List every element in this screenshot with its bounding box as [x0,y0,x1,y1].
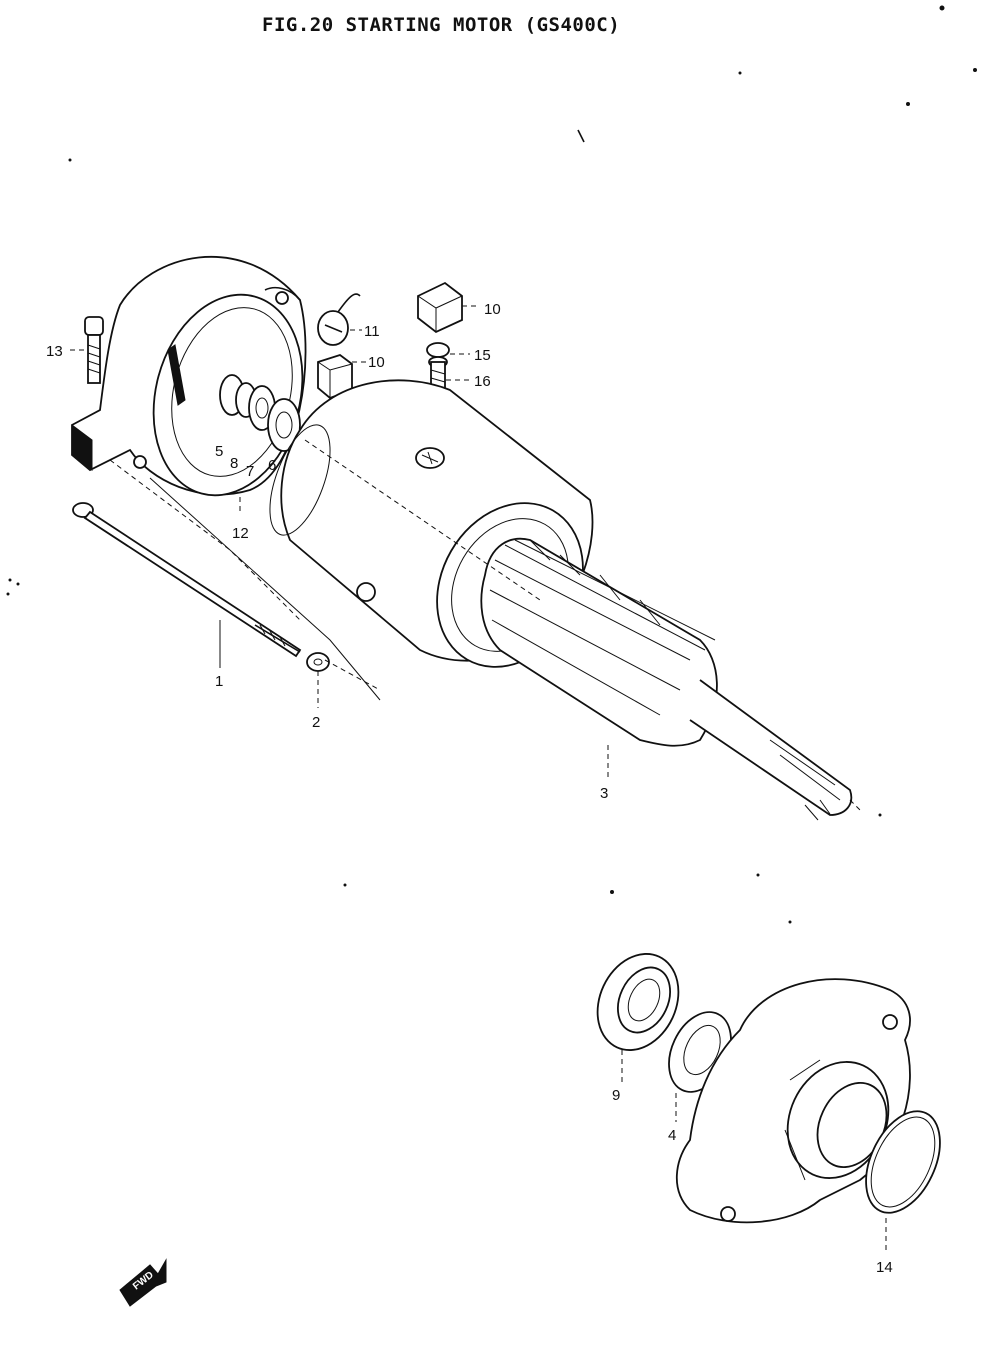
brush-10-upper [417,281,463,334]
callout-15: 15 [474,347,491,364]
callout-1: 1 [215,673,223,690]
assembly-lines [109,439,541,701]
forward-arrow-icon: FWD [119,1258,167,1307]
callout-10-lower: 10 [368,354,385,371]
brush-spring-11 [317,293,361,346]
armature-axis [849,799,863,813]
bolt-13 [84,316,104,384]
callout-4: 4 [668,1127,676,1144]
figure-title: FIG.20 STARTING MOTOR (GS400C) [262,14,621,36]
callout-8: 8 [230,455,238,472]
callout-2: 2 [312,714,320,731]
o-ring-14 [865,1110,941,1214]
callout-9: 9 [612,1087,620,1104]
callout-6: 6 [268,457,276,474]
scan-specks [6,5,977,924]
callout-5: 5 [215,443,223,460]
callout-13: 13 [46,343,63,360]
callout-7: 7 [246,463,254,480]
washer-2 [306,652,330,672]
callout-11: 11 [364,323,380,340]
callout-14: 14 [876,1259,893,1276]
callout-10-upper: 10 [484,301,501,318]
leader-15-16 [446,353,472,381]
armature-3 [480,537,853,821]
through-bolt-1 [72,502,302,658]
callout-16: 16 [474,373,491,390]
washer-stack [219,374,301,452]
bearing-9 [596,953,680,1051]
callout-3: 3 [600,785,608,802]
callout-12: 12 [232,525,249,542]
